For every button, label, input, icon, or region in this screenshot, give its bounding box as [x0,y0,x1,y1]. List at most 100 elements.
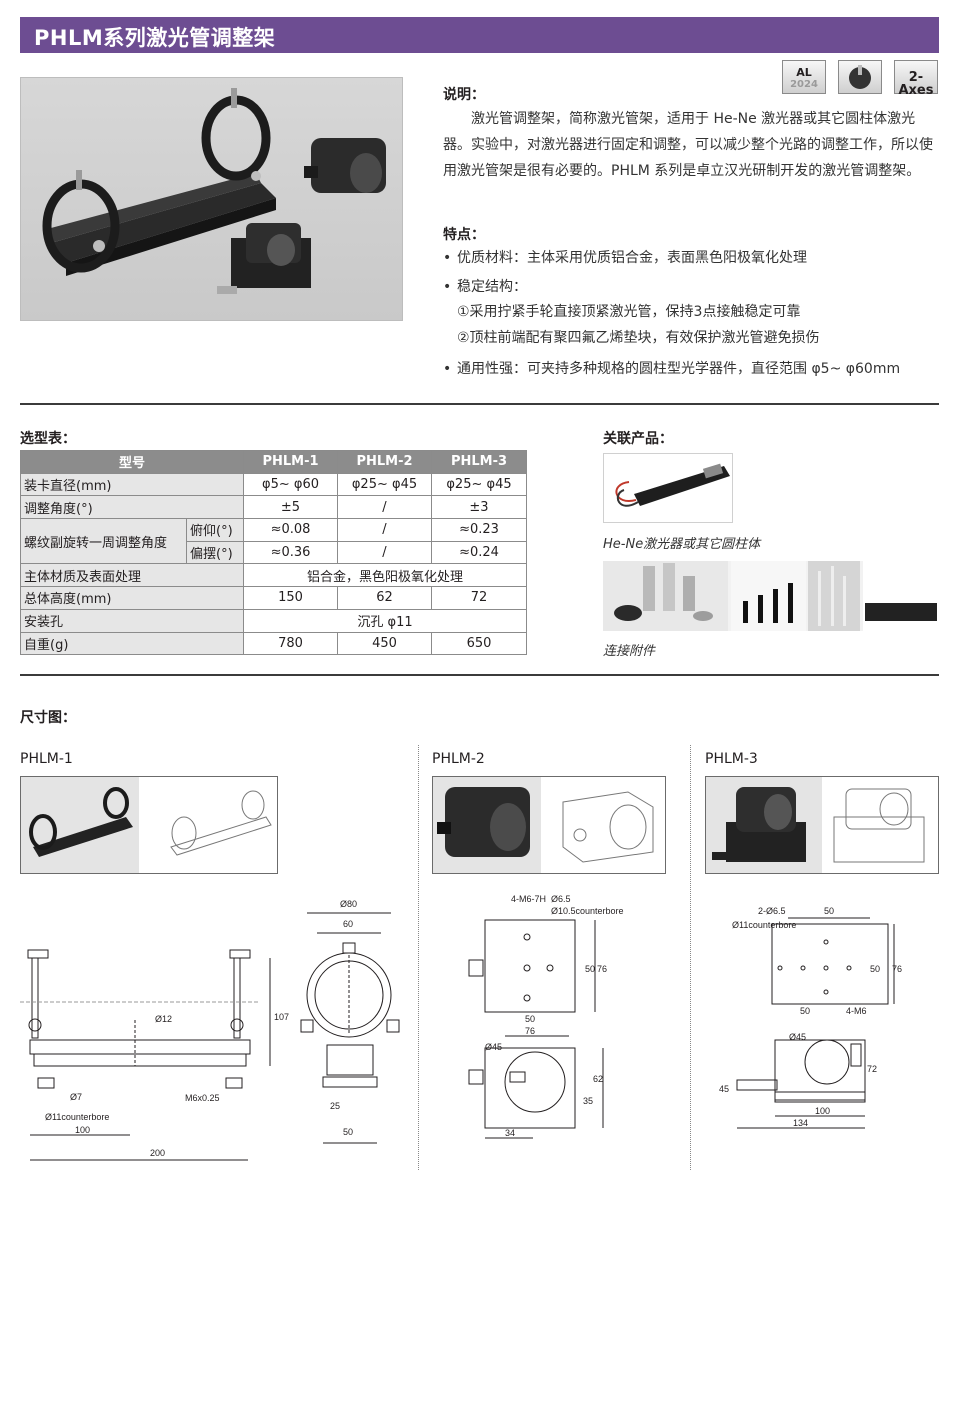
dim-60: 60 [343,919,353,929]
dim-d12: Ø12 [155,1014,172,1024]
accessories-caption: 连接附件 [603,644,656,659]
model-label-phlm2: PHLM-2 [432,751,485,767]
dim-d45: Ø45 [485,1042,502,1052]
row-label: 装卡直径(mm) [20,472,244,497]
feature-structure-sub1: ①采用拧紧手轮直接顶紧激光管，保持3点接触稳定可靠 [457,304,801,320]
dim-100: 100 [815,1106,830,1116]
dim-50-bottom: 50 [525,1014,535,1024]
row-label: 安装孔 [20,608,244,633]
table-cell: φ5~ φ60 [243,472,338,497]
table-row: 安装孔 沉孔 φ11 [20,608,527,633]
table-row: 自重(g) 780 450 650 [20,631,527,656]
table-cell: ≈0.08 [243,518,338,542]
row-sublabel: 俯仰(°) [186,518,244,542]
dim-50-right: 50 [870,964,880,974]
dim-4m6: 4-M6 [846,1006,867,1016]
table-cell: ≈0.24 [431,540,527,565]
row-label: 自重(g) [20,631,244,656]
phlm2-side-drawing: Ø45 62 35 34 [468,1042,604,1139]
table-cell: 150 [243,586,338,610]
product-photo [20,77,403,321]
laser-tube-illustration [615,463,730,507]
selection-heading: 选型表： [20,431,76,447]
dim-50: 50 [343,1127,353,1137]
table-cell: / [337,540,432,565]
feature-structure-text: 稳定结构： [457,279,527,295]
row-label: 总体高度(mm) [20,586,244,610]
dim-76: 76 [892,964,902,974]
table-row: 总体高度(mm) 150 62 72 [20,586,527,610]
dim-counterbore: Ø10.5counterbore [551,906,624,916]
dim-62: 62 [593,1074,603,1084]
header-phlm2: PHLM-2 [337,450,432,474]
dim-134: 134 [793,1118,808,1128]
dim-107: 107 [274,1012,289,1022]
title-bar: PHLM系列激光管调整架 [20,17,939,53]
dim-200: 200 [150,1148,165,1158]
feature-item-versatility: •通用性强：可夹持多种规格的圆柱型光学器件，直径范围 φ5~ φ60mm [443,361,901,377]
accessories-illustration [603,561,938,631]
phlm2-top-drawing: 4-M6-7H Ø6.5 Ø10.5counterbore 50 76 50 7… [468,894,624,1037]
table-row: 偏摆(°) ≈0.36 / ≈0.24 [21,540,527,565]
accessories-photo [603,561,938,631]
page-title: PHLM系列激光管调整架 [34,26,276,50]
related-heading: 关联产品： [603,431,673,447]
table-cell: 铝合金，黑色阳极氧化处理 [243,563,527,588]
table-row: 调整角度(°) ±5 / ±3 [20,495,527,520]
phlm3-side-drawing: Ø45 45 72 100 134 [719,1032,877,1129]
table-row: 螺纹副旋转一周调整角度 俯仰(°) ≈0.08 / ≈0.23 [20,518,527,565]
phlm2-preview [432,776,666,874]
phlm1-front-drawing: 107 Ø12 Ø7 Ø11counterbore M6x0.25 100 20… [20,949,289,1161]
selection-table: 型号 PHLM-1 PHLM-2 PHLM-3 装卡直径(mm) φ5~ φ60… [20,450,527,656]
dim-counterbore: Ø11counterbore [45,1112,109,1122]
dim-d7: Ø7 [70,1092,82,1102]
phlm2-photo-and-sketch [433,777,654,873]
phlm3-preview [705,776,939,874]
dim-d45: Ø45 [789,1032,806,1042]
table-cell: 450 [337,631,432,656]
section-divider [20,403,939,405]
dim-34: 34 [505,1128,515,1138]
table-row: 装卡直径(mm) φ5~ φ60 φ25~ φ45 φ25~ φ45 [20,472,527,497]
table-cell: / [337,495,432,520]
phlm3-top-drawing: 2-Ø6.5 Ø11counterbore 50 50 76 50 4-M6 [732,906,902,1016]
table-cell: ≈0.36 [243,540,338,565]
dim-45: 45 [719,1084,729,1094]
table-cell: ±3 [431,495,527,520]
row-sublabel: 偏摆(°) [186,540,244,565]
row-label: 调整角度(°) [20,495,244,520]
dim-2-d6-5: 2-Ø6.5 [758,906,786,916]
header-phlm3: PHLM-3 [431,450,527,474]
dim-50-top: 50 [824,906,834,916]
table-cell: ≈0.23 [431,518,527,542]
dim-d6-5: Ø6.5 [551,894,571,904]
laser-caption: He-Ne激光器或其它圆柱体 [603,537,761,552]
table-cell: 沉孔 φ11 [243,608,527,633]
model-label-phlm1: PHLM-1 [20,751,73,767]
badge-al-label: AL [796,66,812,79]
cylinder-icon [849,65,871,89]
dim-76-bottom: 76 [525,1026,535,1036]
description-text: 激光管调整架，简称激光管架，适用于 He-Ne 激光器或其它圆柱体激光器。实验中… [443,111,933,179]
feature-material-text: 优质材料：主体采用优质铝合金，表面黑色阳极氧化处理 [457,250,807,266]
dim-d80: Ø80 [340,899,357,909]
table-cell: φ25~ φ45 [431,472,527,497]
badge-axes-label: 2-Axes [898,70,934,98]
table-cell: 62 [337,586,432,610]
table-cell: 72 [431,586,527,610]
feature-item-material: •优质材料：主体采用优质铝合金，表面黑色阳极氧化处理 [443,250,807,266]
dim-counterbore: Ø11counterbore [732,920,796,930]
dim-35: 35 [583,1096,593,1106]
badge-al-year: 2024 [790,79,818,90]
section-divider [20,674,939,676]
dim-m6: M6x0.25 [185,1093,220,1103]
dimensions-heading: 尺寸图： [20,710,76,726]
row-label: 主体材质及表面处理 [20,563,244,588]
column-separator [690,745,691,1170]
dim-25: 25 [330,1101,340,1111]
row-label: 螺纹副旋转一周调整角度 [20,518,187,565]
laser-photo [603,453,733,523]
features-heading: 特点： [443,227,485,243]
two-axes-badge: 2-Axes [894,60,938,98]
product-illustration [42,88,386,294]
